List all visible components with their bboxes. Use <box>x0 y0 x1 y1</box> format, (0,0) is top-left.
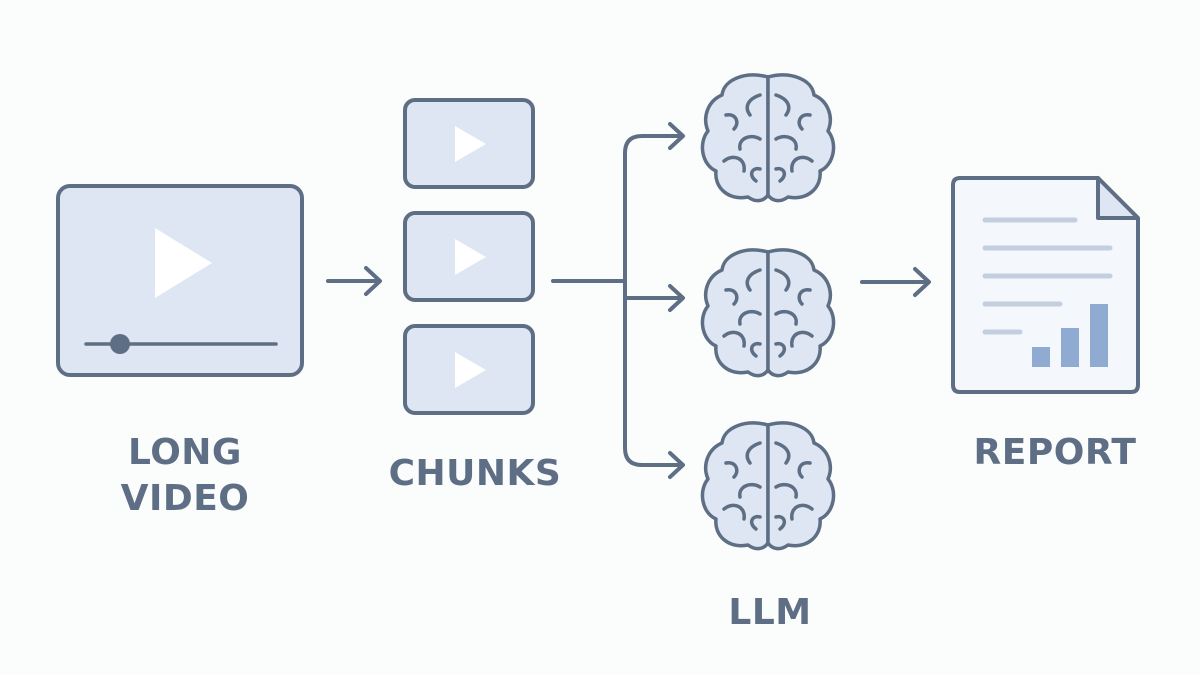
long-video-label: LONG VIDEO <box>100 430 270 522</box>
brain-icon <box>700 248 836 378</box>
brain-icon <box>700 421 836 551</box>
long-video-label-line2: VIDEO <box>120 478 250 519</box>
report-label: REPORT <box>973 432 1137 473</box>
chunk-2 <box>403 211 535 302</box>
arrow-video-to-chunks <box>326 266 382 296</box>
llm-label: LLM <box>728 592 812 633</box>
brain-icon <box>700 73 836 203</box>
chunk-1 <box>403 98 535 189</box>
arrow-llm-to-report <box>860 267 931 297</box>
chunk-3 <box>403 324 535 415</box>
report-document-icon <box>951 176 1140 394</box>
chunks-label: CHUNKS <box>388 453 562 494</box>
long-video-label-line1: LONG <box>128 432 242 473</box>
long-video-icon <box>56 184 304 377</box>
fan-out-connector <box>551 122 685 479</box>
